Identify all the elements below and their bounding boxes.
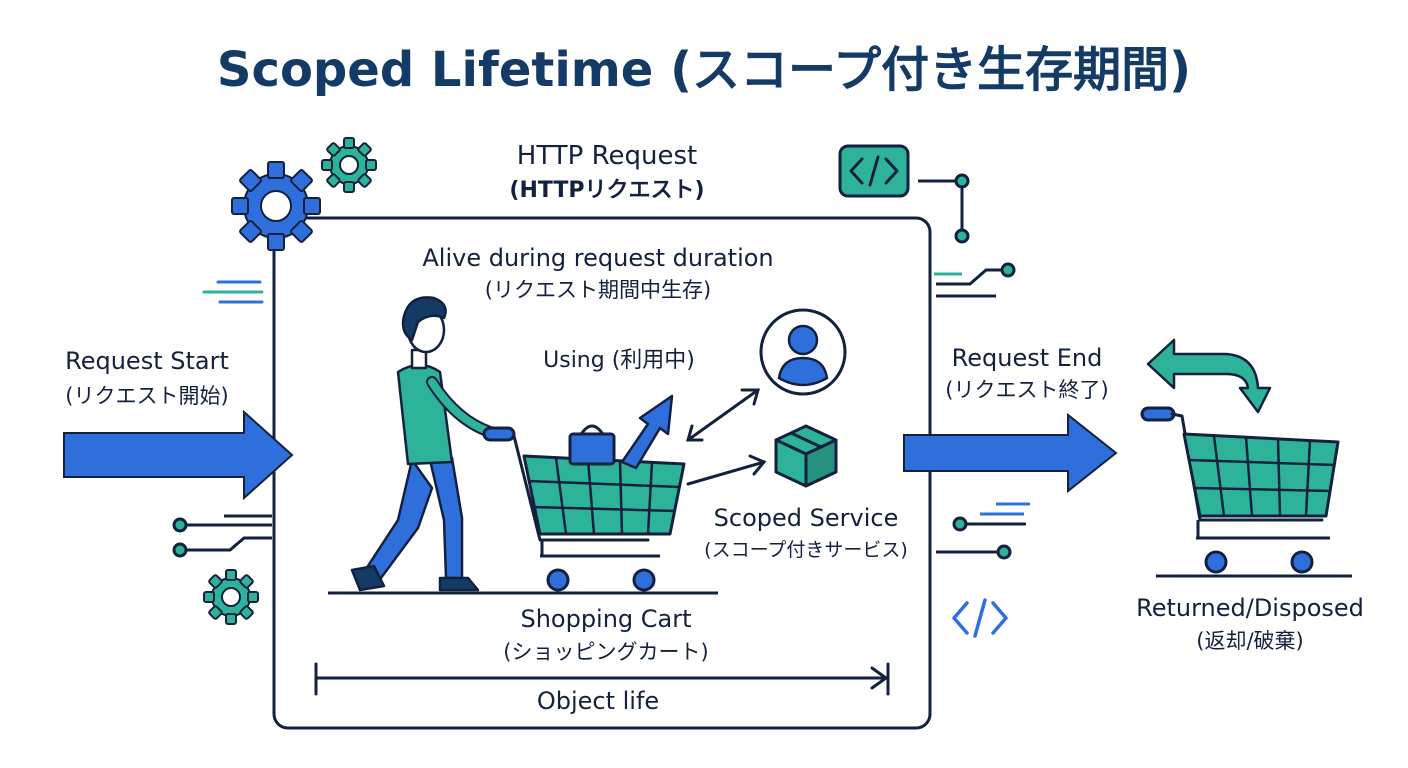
up-arrow-icon [620,394,674,470]
request-start-arrow [63,409,294,501]
scoped-service-label: Scoped Service [713,504,899,532]
returned-label: Returned/Disposed [1136,594,1364,622]
package-icon [774,424,838,488]
return-arrow-icon [1146,338,1272,414]
returned-cart-icon [1140,406,1352,578]
gear-icon [231,161,321,251]
person-figure [350,296,496,592]
shopping-bag-icon [568,424,616,466]
shopping-cart-label: Shopping Cart [520,605,692,633]
object-life-label: Object life [536,687,660,715]
request-end-arrow [903,412,1118,494]
gear-icon [321,137,377,193]
using-arrow [686,388,760,442]
request-end-label-ja: (リクエスト終了) [945,378,1109,402]
user-icon [759,308,847,396]
shopping-cart-icon [482,426,686,592]
code-icon [952,598,1008,638]
request-start-label: Request Start [65,347,229,375]
request-start-label-ja: (リクエスト開始) [65,384,229,408]
returned-label-ja: (返却/破棄) [1196,629,1304,653]
http-request-label-ja: (HTTPリクエスト) [509,178,705,203]
shopping-cart-label-ja: (ショッピングカート) [503,640,709,664]
service-arrow [686,454,767,486]
code-icon [838,144,910,198]
request-end-label: Request End [951,344,1103,372]
alive-label: Alive during request duration [422,244,774,272]
scoped-service-label-ja: (スコープ付きサービス) [704,539,908,561]
gear-icon [203,569,259,625]
object-life-timeline [314,662,890,696]
alive-label-ja: (リクエスト期間中生存) [484,278,712,302]
circuit-lines-left [172,514,272,558]
http-request-label: HTTP Request [516,141,698,171]
circuit-lines-right [918,173,1030,560]
decor-lines-left [202,280,264,304]
using-label: Using (利用中) [543,348,695,373]
page-title: Scoped Lifetime (スコープ付き生存期間) [216,42,1192,98]
